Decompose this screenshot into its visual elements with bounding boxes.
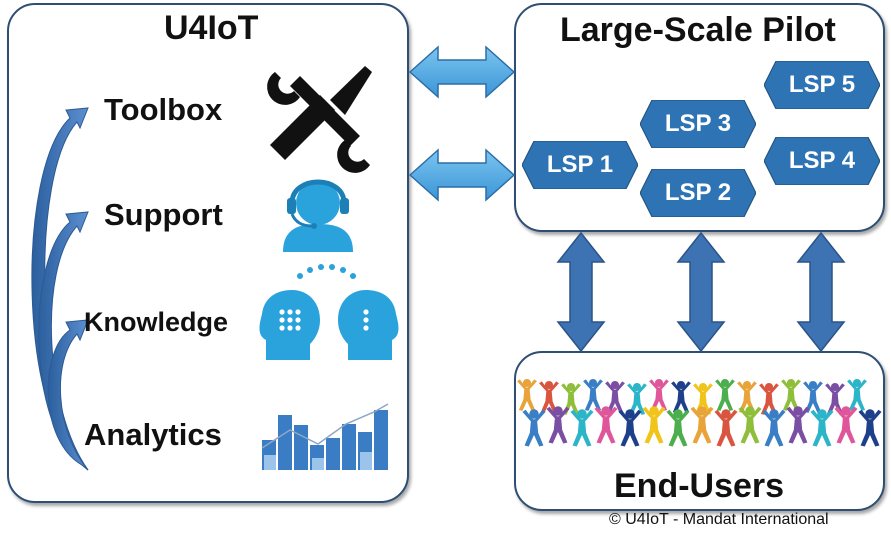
person-figure (803, 380, 823, 413)
person-figure (759, 382, 779, 415)
person-figure (627, 382, 647, 415)
person-figure (649, 378, 669, 411)
large-scale-pilot-title: Large-Scale Pilot (560, 11, 836, 49)
end-users-title: End-Users (614, 467, 785, 505)
lsp-2-label: LSP 2 (664, 179, 732, 206)
double-arrow-top (408, 45, 516, 99)
person-figure (671, 380, 691, 413)
person-figure (737, 380, 757, 413)
double-arrow-bottom (408, 148, 516, 202)
vertical-arrow-right (796, 231, 846, 353)
lsp-5-label: LSP 5 (788, 71, 856, 98)
person-figure (605, 380, 625, 413)
person-figure (666, 409, 690, 447)
person-figure (618, 409, 642, 447)
person-figure (825, 382, 845, 415)
vertical-arrow-left (556, 231, 606, 353)
vertical-arrow-middle (676, 231, 726, 353)
lsp-3-label: LSP 3 (664, 110, 732, 137)
person-figure (858, 409, 882, 447)
support-label: Support (104, 197, 223, 232)
person-figure (714, 409, 738, 447)
lsp-4-label: LSP 4 (788, 147, 856, 174)
person-figure (786, 406, 810, 444)
person-figure (781, 378, 801, 411)
person-figure (583, 378, 603, 411)
person-figure (546, 406, 570, 444)
person-figure (715, 378, 735, 411)
copyright-notice: © U4IoT - Mandat International (609, 511, 829, 528)
u4iot-panel: U4IoT (7, 3, 409, 503)
person-figure (522, 409, 546, 447)
person-figure (693, 382, 713, 415)
analytics-label: Analytics (84, 417, 222, 452)
lsp-2-hexagon: LSP 2 (640, 169, 756, 217)
person-figure (810, 409, 834, 447)
person-figure (847, 378, 867, 411)
person-figure (642, 406, 666, 444)
person-figure (738, 406, 762, 444)
person-figure (570, 409, 594, 447)
lsp-1-label: LSP 1 (546, 151, 614, 178)
person-figure (594, 406, 618, 444)
person-figure (834, 406, 858, 444)
person-figure (561, 382, 581, 415)
person-figure (690, 406, 714, 444)
person-figure (539, 380, 559, 413)
lsp-1-hexagon: LSP 1 (522, 141, 638, 189)
lsp-5-hexagon: LSP 5 (764, 61, 880, 109)
toolbox-label: Toolbox (104, 92, 223, 127)
knowledge-label: Knowledge (84, 307, 229, 337)
person-figure (762, 409, 786, 447)
curved-arrow-knowledge (47, 319, 89, 471)
u4iot-title: U4IoT (164, 9, 259, 47)
lsp-3-hexagon: LSP 3 (640, 100, 756, 148)
lsp-4-hexagon: LSP 4 (764, 137, 880, 185)
person-figure (517, 378, 537, 411)
